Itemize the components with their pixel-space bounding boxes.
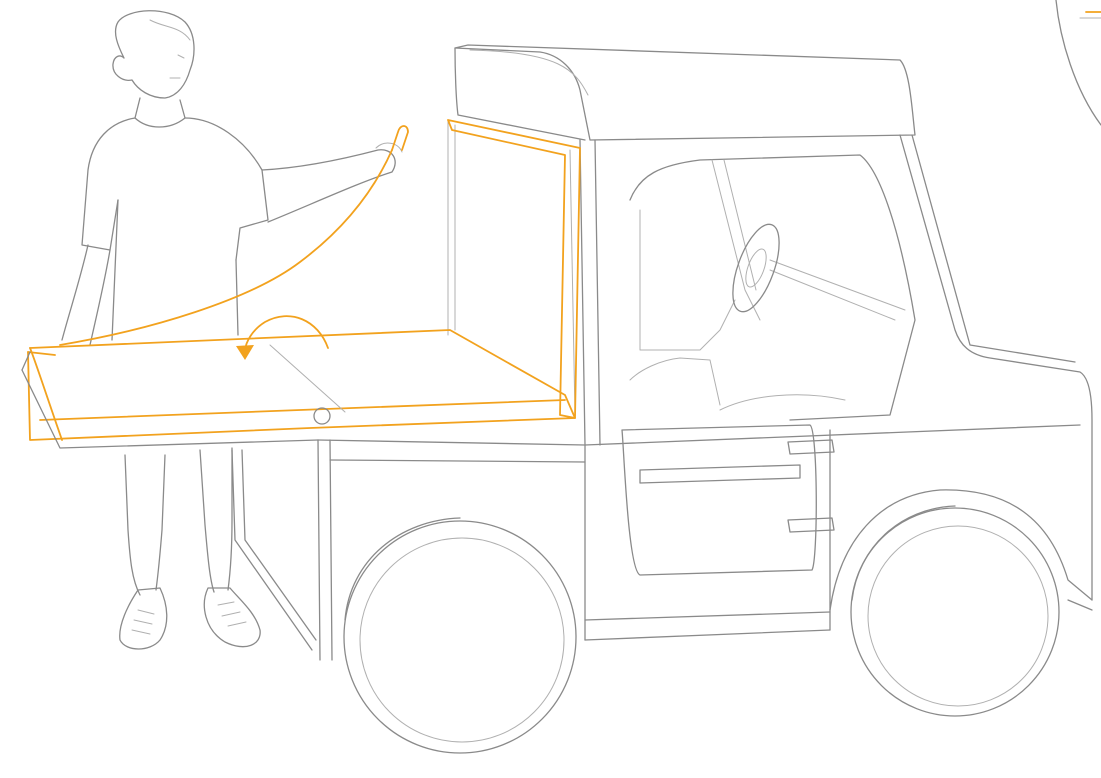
person-figure (62, 11, 402, 649)
rear-wheel (344, 518, 576, 753)
detail-inset-circle (1056, 0, 1101, 125)
vehicle-body (232, 45, 1092, 660)
front-wheel (851, 506, 1059, 716)
cargo-bed-highlight (22, 120, 580, 448)
